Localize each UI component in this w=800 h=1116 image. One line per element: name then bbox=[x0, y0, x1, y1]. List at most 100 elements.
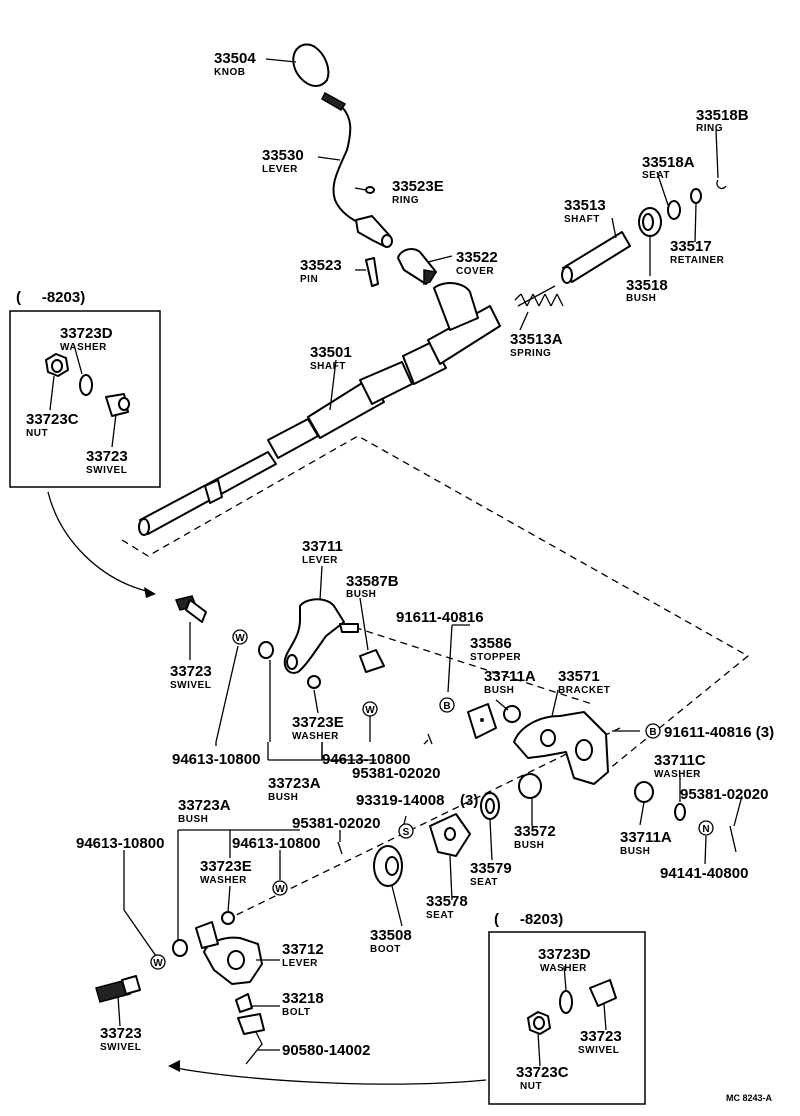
washer-small-part bbox=[307, 675, 321, 689]
std-part-number: 94613-10800 bbox=[322, 751, 410, 768]
seat-33578-part bbox=[429, 813, 471, 857]
w-symbol-text: W bbox=[153, 958, 163, 969]
svg-text:33587B: 33587B bbox=[346, 573, 399, 590]
bush-part bbox=[638, 207, 662, 237]
knob-part bbox=[292, 43, 330, 87]
bracket-part bbox=[513, 711, 609, 785]
svg-text:BRACKET: BRACKET bbox=[558, 685, 610, 696]
svg-text:SPRING: SPRING bbox=[510, 348, 551, 359]
bush-33572-part bbox=[518, 773, 542, 799]
svg-text:BUSH: BUSH bbox=[626, 293, 656, 304]
svg-text:33723C: 33723C bbox=[26, 411, 79, 428]
std-part-number: 95381-02020 bbox=[292, 815, 380, 832]
svg-text:SEAT: SEAT bbox=[426, 910, 454, 921]
svg-text:BOLT: BOLT bbox=[282, 1007, 310, 1018]
svg-text:33711A: 33711A bbox=[484, 668, 536, 685]
svg-text:33513A: 33513A bbox=[510, 331, 563, 348]
seat-33579-part bbox=[480, 792, 500, 820]
w-symbol: W bbox=[272, 880, 288, 896]
n-symbol-text: N bbox=[702, 824, 709, 835]
std-part-number: 90580-14002 bbox=[282, 1042, 370, 1059]
inset-top bbox=[9, 310, 161, 488]
std-part-number: 91611-40816 (3) bbox=[664, 724, 774, 741]
std-part-number: 94613-10800 bbox=[232, 835, 320, 852]
svg-text:33723C: 33723C bbox=[516, 1064, 569, 1081]
svg-text:33571: 33571 bbox=[558, 668, 600, 685]
w-symbol: W bbox=[232, 629, 248, 645]
std-part-number: 94613-10800 bbox=[172, 751, 260, 768]
svg-text:STOPPER: STOPPER bbox=[470, 652, 521, 663]
svg-text:BOOT: BOOT bbox=[370, 944, 401, 955]
w-symbol-text: W bbox=[365, 705, 375, 716]
inset-bottom bbox=[488, 931, 646, 1105]
svg-text:33586: 33586 bbox=[470, 635, 512, 652]
svg-text:33723: 33723 bbox=[86, 448, 128, 465]
s-symbol-text: S bbox=[403, 827, 410, 838]
b-symbol: B bbox=[439, 697, 455, 713]
std-part-number: 95381-02020 bbox=[352, 765, 440, 782]
pin-part bbox=[365, 257, 379, 287]
svg-text:NUT: NUT bbox=[26, 428, 48, 439]
w-symbol: W bbox=[362, 701, 378, 717]
swivel-lower-part bbox=[95, 975, 141, 1003]
svg-text:33723E: 33723E bbox=[292, 714, 344, 731]
std-part-number: 93319-14008 bbox=[356, 792, 444, 809]
washer-lower-part bbox=[221, 911, 235, 925]
boot-part bbox=[373, 845, 403, 887]
std-part-number: (3) bbox=[460, 792, 478, 809]
shift-lever-part bbox=[321, 91, 393, 248]
svg-text:33723A: 33723A bbox=[268, 775, 321, 792]
svg-text:33723D: 33723D bbox=[60, 325, 113, 342]
small-shaft-part bbox=[561, 231, 631, 284]
svg-text:BUSH: BUSH bbox=[484, 685, 514, 696]
svg-text:NUT: NUT bbox=[520, 1081, 542, 1092]
std-part-number: 95381-02020 bbox=[680, 786, 768, 803]
svg-text:SWIVEL: SWIVEL bbox=[100, 1042, 141, 1053]
svg-text:SWIVEL: SWIVEL bbox=[86, 465, 127, 476]
svg-text:33711: 33711 bbox=[302, 538, 343, 555]
axis-line-lower bbox=[225, 727, 621, 921]
bush-small-part bbox=[258, 641, 274, 659]
bush-lower-part bbox=[172, 939, 188, 957]
retainer-part bbox=[690, 188, 702, 204]
svg-text:BUSH: BUSH bbox=[346, 589, 376, 600]
svg-text:SWIVEL: SWIVEL bbox=[170, 680, 211, 691]
svg-text:33579: 33579 bbox=[470, 860, 512, 877]
svg-text:BUSH: BUSH bbox=[620, 846, 650, 857]
svg-text:33723: 33723 bbox=[100, 1025, 142, 1042]
svg-text:33501: 33501 bbox=[310, 344, 352, 361]
b-symbol-text: B bbox=[443, 701, 450, 712]
b-symbol-text: B bbox=[649, 727, 656, 738]
svg-text:RING: RING bbox=[696, 123, 723, 134]
inset-range-label: ( -8203) bbox=[16, 289, 85, 306]
std-part-number: 94613-10800 bbox=[76, 835, 164, 852]
svg-text:COVER: COVER bbox=[456, 266, 494, 277]
svg-text:WASHER: WASHER bbox=[654, 769, 701, 780]
main-shaft-part bbox=[138, 282, 501, 536]
svg-text:WASHER: WASHER bbox=[60, 342, 107, 353]
stopper-part bbox=[467, 703, 497, 739]
svg-text:33723A: 33723A bbox=[178, 797, 231, 814]
inset-range-label: ( -8203) bbox=[494, 911, 563, 928]
w-symbol-text: W bbox=[275, 884, 285, 895]
svg-text:BUSH: BUSH bbox=[178, 814, 208, 825]
w-symbol-text: W bbox=[235, 633, 245, 644]
